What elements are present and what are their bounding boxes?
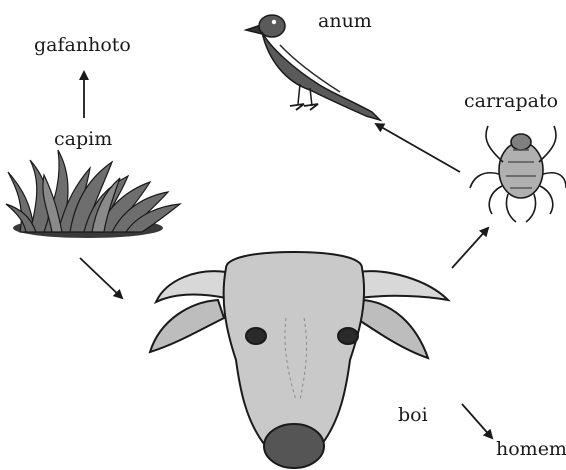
arrow-capim-to-boi (80, 258, 122, 298)
label-anum: anum (318, 12, 372, 31)
label-homem: homem (496, 440, 566, 459)
arrow-boi-to-carrapato (452, 228, 488, 268)
label-capim: capim (54, 130, 112, 149)
label-boi: boi (398, 406, 428, 425)
arrow-carrapato-to-anum (376, 124, 460, 172)
arrow-boi-to-homem (462, 404, 492, 438)
tick-illustration (470, 126, 566, 222)
grass-illustration (6, 150, 180, 238)
cow-illustration (150, 252, 448, 468)
label-carrapato: carrapato (464, 92, 558, 111)
label-gafanhoto: gafanhoto (34, 36, 131, 55)
